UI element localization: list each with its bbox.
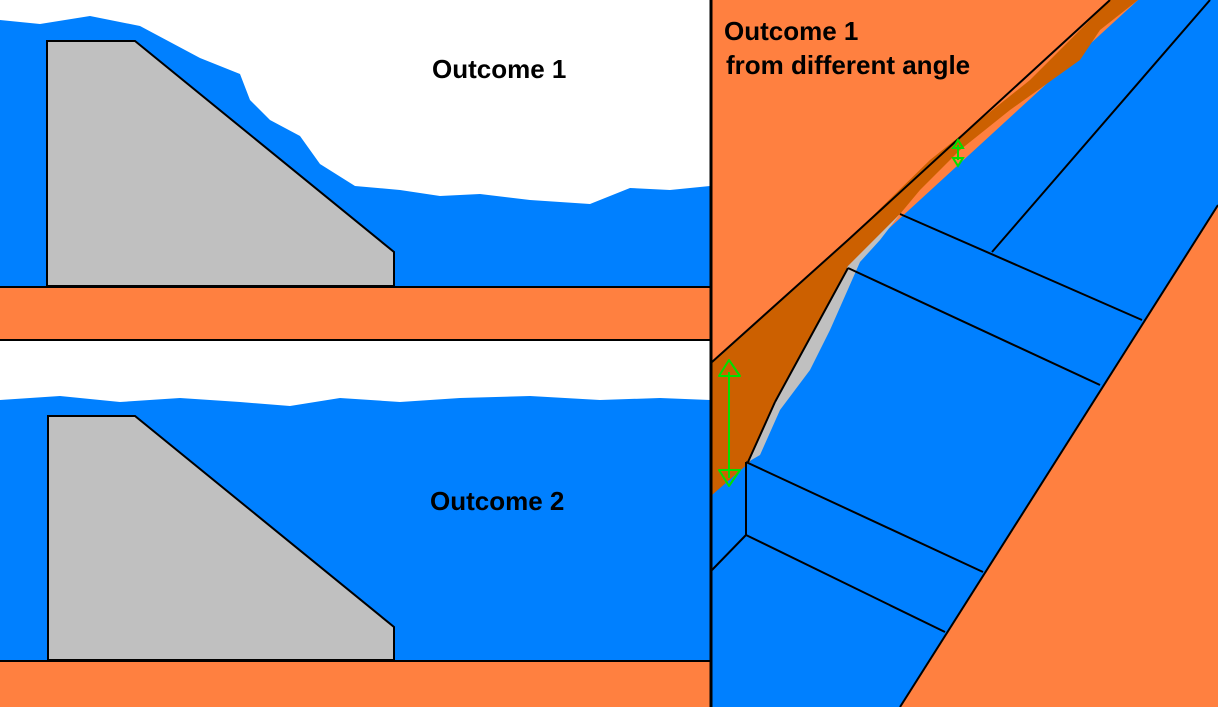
upper-bank-line <box>711 0 1111 363</box>
water-channel <box>712 0 1218 707</box>
outcome-2-label: Outcome 2 <box>430 486 564 516</box>
panel-angle-view: Outcome 1 from different angle <box>711 0 1218 707</box>
dam-structure <box>47 415 395 661</box>
panel-outcome-2: Outcome 2 <box>0 341 710 707</box>
panel-outcome-1: Outcome 1 <box>0 0 710 341</box>
angle-view-label-line2: from different angle <box>726 50 970 80</box>
lower-bank-line <box>899 204 1218 707</box>
outcome-1-label: Outcome 1 <box>432 54 566 84</box>
ground-base <box>0 661 710 707</box>
depth-arrow-small <box>951 138 965 168</box>
ground-base <box>0 287 710 340</box>
dam-step-lines <box>711 0 1211 633</box>
angle-view-label-line1: Outcome 1 <box>724 16 858 46</box>
depth-arrow-large <box>718 359 741 487</box>
dam-structure <box>46 40 395 287</box>
dam-edge <box>748 214 900 462</box>
